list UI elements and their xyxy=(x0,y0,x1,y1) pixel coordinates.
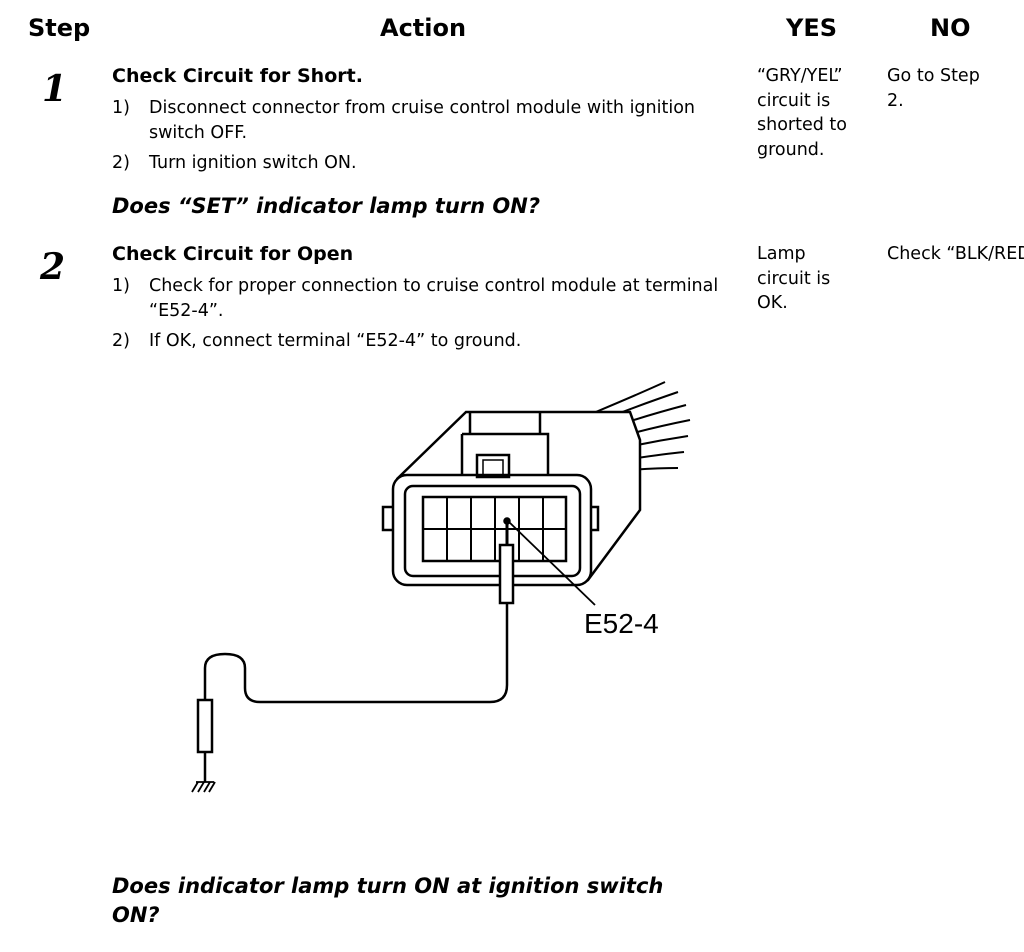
terminal-leader-line xyxy=(507,520,596,606)
step-2-title: Check Circuit for Open xyxy=(112,243,354,265)
item-text: Check for proper connection to cruise co… xyxy=(149,276,719,321)
item-text: Disconnect connector from cruise control… xyxy=(149,98,696,143)
header-no: NO xyxy=(930,14,971,42)
step-1-question: Does “SET” indicator lamp turn ON? xyxy=(112,194,541,218)
step-1-item-2: 2) Turn ignition switch ON. xyxy=(112,151,739,176)
step-1-title: Check Circuit for Short. xyxy=(112,65,363,87)
header-yes: YES xyxy=(786,14,838,42)
step-1-yes: “GRY/YEL” circuit is shorted to ground. xyxy=(757,66,847,160)
step-2-no: Check “BLK/RED” or “GRY/YEL” for open. I… xyxy=(887,244,1024,264)
ground-probe xyxy=(196,698,214,754)
header-action: Action xyxy=(380,14,467,42)
step-2-item-2: 2) If OK, connect terminal “E52-4” to gr… xyxy=(112,329,739,354)
item-number: 2) xyxy=(112,331,130,351)
header-step: Step xyxy=(28,14,91,42)
step-1-item-1: 1) Disconnect connector from cruise cont… xyxy=(112,96,739,146)
step-1-number: 1 xyxy=(42,68,68,110)
item-text: Turn ignition switch ON. xyxy=(149,153,357,173)
item-text: If OK, connect terminal “E52-4” to groun… xyxy=(149,331,522,351)
connector-latch xyxy=(460,412,550,478)
step-1-no: Go to Step 2. xyxy=(887,66,980,111)
item-number: 1) xyxy=(112,98,130,118)
connector-diagram: E52-4 xyxy=(191,381,691,793)
terminal-label: E52-4 xyxy=(584,608,659,639)
step-2-number: 2 xyxy=(40,246,66,288)
step-2-yes: Lamp circuit is OK. xyxy=(757,244,831,313)
ground-icon xyxy=(191,781,216,793)
item-number: 2) xyxy=(112,153,130,173)
step-2-item-1: 1) Check for proper connection to cruise… xyxy=(112,274,739,324)
item-number: 1) xyxy=(112,276,130,296)
jumper-wire xyxy=(203,652,509,704)
probe xyxy=(498,517,515,685)
step-2-question: Does indicator lamp turn ON at ignition … xyxy=(112,874,664,927)
